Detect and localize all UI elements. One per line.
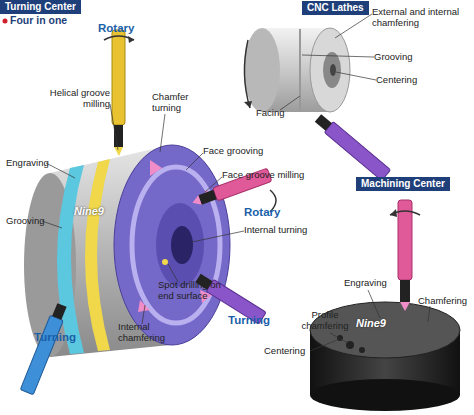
tool-insert xyxy=(114,147,123,156)
leader-line xyxy=(302,55,374,57)
front-face xyxy=(114,145,230,345)
operation-label: Face groove milling xyxy=(222,170,322,181)
operation-label: Four in one xyxy=(10,15,100,26)
arrow-head xyxy=(244,101,252,108)
operation-label: Profile chamfering xyxy=(298,310,352,331)
operation-label: Engraving xyxy=(6,158,58,169)
spot-drill xyxy=(162,259,168,265)
tool-insert xyxy=(400,302,410,311)
tool-shank xyxy=(20,315,63,394)
leader-line xyxy=(205,177,222,192)
rotation-arrow xyxy=(244,40,250,108)
leader-line xyxy=(186,153,203,170)
hub xyxy=(156,203,204,287)
leader-line xyxy=(160,114,165,152)
header-text: Turning Center xyxy=(5,1,76,12)
arrow-head xyxy=(390,209,397,217)
operation-label: Chamfer turning xyxy=(152,92,197,113)
leader-line xyxy=(46,163,75,178)
brand-mark: Nine9 xyxy=(74,206,118,217)
operation-label: Grooving xyxy=(374,52,428,63)
tool-shank xyxy=(324,122,390,181)
operation-label: External and internal chamfering xyxy=(372,7,472,28)
tool-shank xyxy=(112,30,125,125)
motion-label: Rotary xyxy=(244,206,288,219)
hole xyxy=(359,347,365,353)
operation-label: Centering xyxy=(264,346,318,357)
section-header: Machining Center xyxy=(356,177,450,191)
leader-line xyxy=(336,72,376,80)
bore xyxy=(323,52,341,88)
leader-line xyxy=(310,340,337,351)
operation-label: Helical groove milling xyxy=(40,88,110,109)
tool-insert xyxy=(191,195,202,207)
groove xyxy=(299,29,301,111)
lathe-workpiece xyxy=(244,28,350,112)
operation-label: Engraving xyxy=(344,278,398,289)
cylinder-bottom xyxy=(310,379,460,411)
tool-holder xyxy=(52,303,67,320)
lathe-tool xyxy=(314,113,391,181)
center-hole xyxy=(330,64,336,76)
motion-label: Turning xyxy=(228,314,280,327)
tool-holder xyxy=(198,190,216,205)
leader-line xyxy=(368,290,380,318)
operation-label: Internal chamfering xyxy=(118,322,174,343)
operation-label: Internal turning xyxy=(244,225,334,236)
header-text: CNC Lathes xyxy=(307,2,364,13)
leader-line xyxy=(192,231,244,242)
leader-line xyxy=(428,306,430,322)
front-face xyxy=(310,28,350,112)
motion-label: Rotary xyxy=(98,22,142,35)
leader-line xyxy=(335,14,372,38)
bore xyxy=(171,226,193,264)
operation-label: Face grooving xyxy=(203,146,275,157)
arrow-head xyxy=(128,36,134,43)
tool-holder xyxy=(400,280,410,302)
section-header: CNC Lathes xyxy=(302,1,369,15)
left-turning-tool xyxy=(20,302,68,394)
cylinder-end xyxy=(244,28,280,112)
motion-label: Turning xyxy=(34,331,86,344)
operation-label: Facing xyxy=(256,108,296,119)
brand-mark: Nine9 xyxy=(356,318,406,329)
operation-label: Spot drilling on end surface xyxy=(158,280,232,301)
header-text: Machining Center xyxy=(361,178,445,189)
operation-label: Grooving xyxy=(6,216,58,227)
bullet xyxy=(3,19,8,24)
machining-tool xyxy=(390,200,420,311)
leader-line xyxy=(110,104,118,150)
section-header: Turning Center xyxy=(0,0,81,14)
leader-line xyxy=(42,221,62,228)
helical-band xyxy=(85,159,110,351)
operation-label: Chamfering xyxy=(418,296,474,307)
tool-holder xyxy=(315,114,332,131)
operation-label: Centering xyxy=(376,75,430,86)
